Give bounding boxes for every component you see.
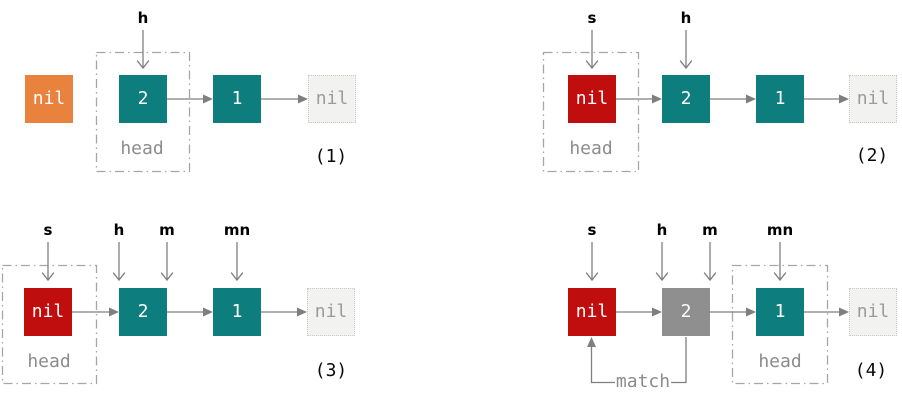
head-box bbox=[1, 264, 98, 385]
list-node: 2 bbox=[119, 288, 167, 336]
next-link-arrowhead bbox=[746, 94, 756, 104]
pointer-arrowhead bbox=[773, 272, 787, 282]
list-node: 1 bbox=[213, 288, 261, 336]
tail-nil-node: nil bbox=[308, 75, 356, 123]
next-link-arrowhead bbox=[746, 307, 756, 317]
pointer-label-h: h bbox=[137, 9, 149, 27]
pointer-arrowhead bbox=[585, 272, 599, 282]
next-link-arrowhead bbox=[203, 94, 213, 104]
pointer-label-s: s bbox=[587, 9, 597, 27]
head-box bbox=[731, 264, 829, 385]
head-label: head bbox=[758, 351, 802, 372]
next-link-arrowhead bbox=[203, 307, 213, 317]
panel-number: (4) bbox=[854, 360, 888, 381]
pointer-arrowhead bbox=[112, 272, 126, 282]
tail-nil-node: nil bbox=[849, 288, 897, 336]
pointer-arrowhead bbox=[41, 272, 55, 282]
pointer-arrowhead bbox=[136, 60, 150, 70]
panel-number: (1) bbox=[314, 146, 348, 167]
pointer-label-h: h bbox=[680, 9, 692, 27]
nil-node: nil bbox=[25, 75, 73, 123]
next-link-arrowhead bbox=[652, 307, 662, 317]
list-node: 1 bbox=[756, 75, 804, 123]
next-link-arrowhead bbox=[839, 94, 849, 104]
nil-node: nil bbox=[568, 75, 616, 123]
panel-number: (2) bbox=[855, 145, 889, 166]
pointer-arrowhead bbox=[585, 60, 599, 70]
next-link-arrowhead bbox=[652, 94, 662, 104]
pointer-arrowhead bbox=[160, 272, 174, 282]
head-box bbox=[95, 51, 191, 173]
head-label: head bbox=[569, 138, 613, 159]
list-node: 1 bbox=[213, 75, 261, 123]
pointer-label-h: h bbox=[113, 221, 125, 239]
pointer-label-h: h bbox=[656, 221, 668, 239]
match-label: match bbox=[615, 371, 671, 392]
pointer-arrowhead bbox=[230, 272, 244, 282]
pointer-label-s: s bbox=[587, 221, 597, 239]
list-node: 1 bbox=[756, 288, 804, 336]
next-link-arrowhead bbox=[109, 307, 119, 317]
next-link-arrowhead bbox=[298, 94, 308, 104]
tail-nil-node: nil bbox=[849, 75, 897, 123]
head-label: head bbox=[27, 351, 71, 372]
pointer-label-s: s bbox=[43, 221, 53, 239]
pointer-arrowhead bbox=[703, 272, 717, 282]
match-arrowhead bbox=[587, 337, 596, 347]
list-node: 2 bbox=[119, 75, 167, 123]
pointer-label-m: m bbox=[159, 221, 175, 239]
head-box bbox=[542, 51, 640, 173]
tail-nil-node: nil bbox=[307, 288, 355, 336]
nil-node: nil bbox=[24, 288, 72, 336]
pointer-label-m: m bbox=[702, 221, 718, 239]
next-link-arrowhead bbox=[297, 307, 307, 317]
pointer-label-mn: mn bbox=[766, 221, 794, 239]
head-label: head bbox=[120, 138, 164, 159]
next-link-arrowhead bbox=[839, 307, 849, 317]
pointer-arrowhead bbox=[679, 60, 693, 70]
list-node: 2 bbox=[662, 75, 710, 123]
nil-node: nil bbox=[568, 288, 616, 336]
pointer-label-mn: mn bbox=[223, 221, 251, 239]
panel-number: (3) bbox=[314, 360, 348, 381]
pointer-arrowhead bbox=[655, 272, 669, 282]
matched-node: 2 bbox=[662, 288, 710, 336]
